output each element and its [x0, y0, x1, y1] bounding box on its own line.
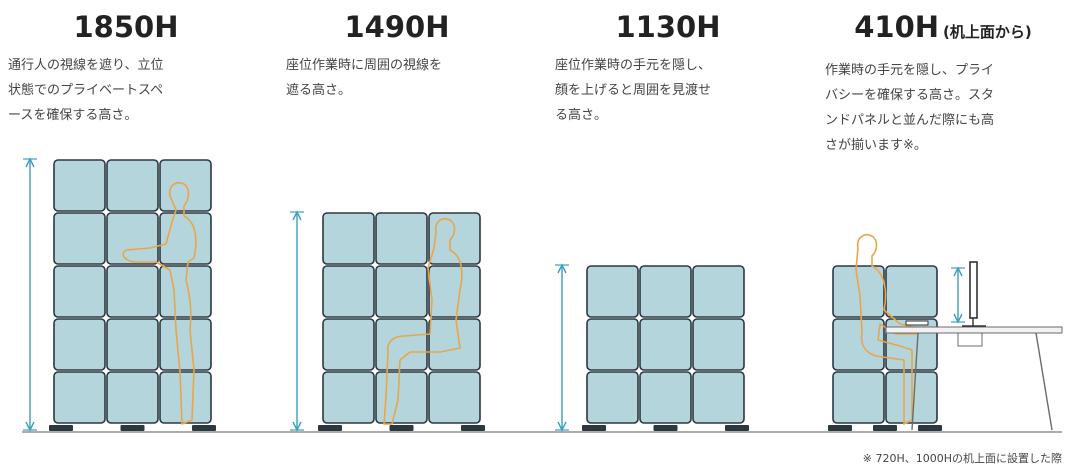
height-description: 座位作業時に周囲の視線を 遮る高さ。 — [286, 58, 443, 98]
standing-person-outline — [122, 181, 197, 425]
seated-person-outline — [383, 217, 463, 425]
dimension-arrowhead — [557, 421, 567, 432]
cable-tray — [957, 333, 983, 347]
panel-cell — [106, 371, 159, 424]
panel-foot — [653, 425, 678, 431]
dimension-arrows — [23, 157, 965, 432]
panel-cell — [375, 212, 428, 265]
panel-foot — [918, 425, 942, 431]
panel-cell — [692, 265, 745, 318]
panel-cell — [639, 318, 692, 371]
panel-foot — [828, 425, 852, 431]
panel-cell — [322, 371, 375, 424]
panel-cell — [106, 265, 159, 318]
dimension-arrowhead — [292, 210, 302, 221]
height-description: 作業時の手元を隠し、プライ バシーを確保する高さ。スタ ンドパネルと並んだ際にも… — [825, 63, 995, 153]
panel-cell — [639, 371, 692, 424]
panel-cell — [586, 371, 639, 424]
panel-cell — [53, 265, 106, 318]
desk — [885, 261, 1063, 431]
keyboard — [905, 320, 929, 326]
column-1130h: 1130H 座位作業時の手元を隠し、 顔を上げると周囲を見渡せ る高さ。 — [555, 8, 795, 128]
height-description: 通行人の視線を遮り、立位 状態でのプライベートスペ ースを確保する高さ。 — [8, 58, 164, 123]
monitor — [969, 261, 978, 319]
monitor-stand — [962, 318, 986, 327]
panel-cell — [106, 318, 159, 371]
dimension-arrowhead — [25, 157, 35, 168]
panel-cell — [885, 265, 938, 318]
dimension-arrowhead — [292, 421, 302, 432]
panel-cell — [832, 318, 885, 371]
panel-cell — [53, 371, 106, 424]
panel-cell — [375, 371, 428, 424]
panel-foot — [582, 425, 606, 431]
panel-cell — [159, 265, 212, 318]
desk-leg — [911, 332, 919, 431]
panel-foot — [318, 425, 342, 431]
panel-cell — [428, 212, 481, 265]
height-sub-label: (机上面から) — [943, 23, 1032, 41]
panel-cell — [322, 212, 375, 265]
panel-cell — [375, 318, 428, 371]
panel-foot — [389, 425, 414, 431]
panel-cell — [106, 212, 159, 265]
panel-cell — [53, 212, 106, 265]
panel-foot — [873, 425, 897, 431]
dimension-arrowhead — [953, 313, 963, 324]
panel-foot — [120, 425, 145, 431]
panel-cell — [53, 318, 106, 371]
person-outlines — [122, 181, 919, 425]
panel-cell — [428, 318, 481, 371]
height-label: 1130H — [615, 10, 721, 44]
panel-cell — [586, 318, 639, 371]
column-1850h: 1850H 通行人の視線を遮り、立位 状態でのプライベートスペ ースを確保する高… — [8, 8, 258, 128]
panel-foot — [49, 425, 73, 431]
panel-cell — [322, 318, 375, 371]
panel-foot — [725, 425, 749, 431]
height-label: 410H(机上面から) — [854, 10, 1032, 44]
panel-cell — [53, 159, 106, 212]
panel-cell — [586, 265, 639, 318]
dimension-arrowhead — [557, 263, 567, 274]
panel-cell — [159, 318, 212, 371]
panel-cell — [106, 159, 159, 212]
desk-leg — [1035, 332, 1053, 431]
dimension-arrowhead — [25, 421, 35, 432]
column-1490h: 1490H 座位作業時に周囲の視線を 遮る高さ。 — [286, 8, 526, 103]
desk-top — [885, 326, 1063, 334]
panel-cell — [692, 371, 745, 424]
height-label: 1850H — [73, 10, 179, 44]
panel-cell — [428, 371, 481, 424]
panel-cell — [639, 265, 692, 318]
panel-cell — [322, 265, 375, 318]
panel-cell — [832, 371, 885, 424]
panel-foot — [461, 425, 485, 431]
panel-grids — [49, 159, 942, 431]
column-410h: 410H(机上面から) 作業時の手元を隠し、プライ バシーを確保する高さ。スタ … — [825, 8, 1065, 158]
height-label: 1490H — [344, 10, 450, 44]
desk-person-outline — [855, 233, 919, 425]
panel-cell — [692, 318, 745, 371]
dimension-arrowhead — [953, 266, 963, 277]
panel-cell — [375, 265, 428, 318]
panel-cell — [159, 212, 212, 265]
panel-foot — [192, 425, 216, 431]
footnote: ※ 720H、1000Hの机上面に設置した際 — [862, 452, 1062, 465]
panel-cell — [159, 371, 212, 424]
panel-cell — [428, 265, 481, 318]
height-description: 座位作業時の手元を隠し、 顔を上げると周囲を見渡せ る高さ。 — [555, 58, 712, 123]
